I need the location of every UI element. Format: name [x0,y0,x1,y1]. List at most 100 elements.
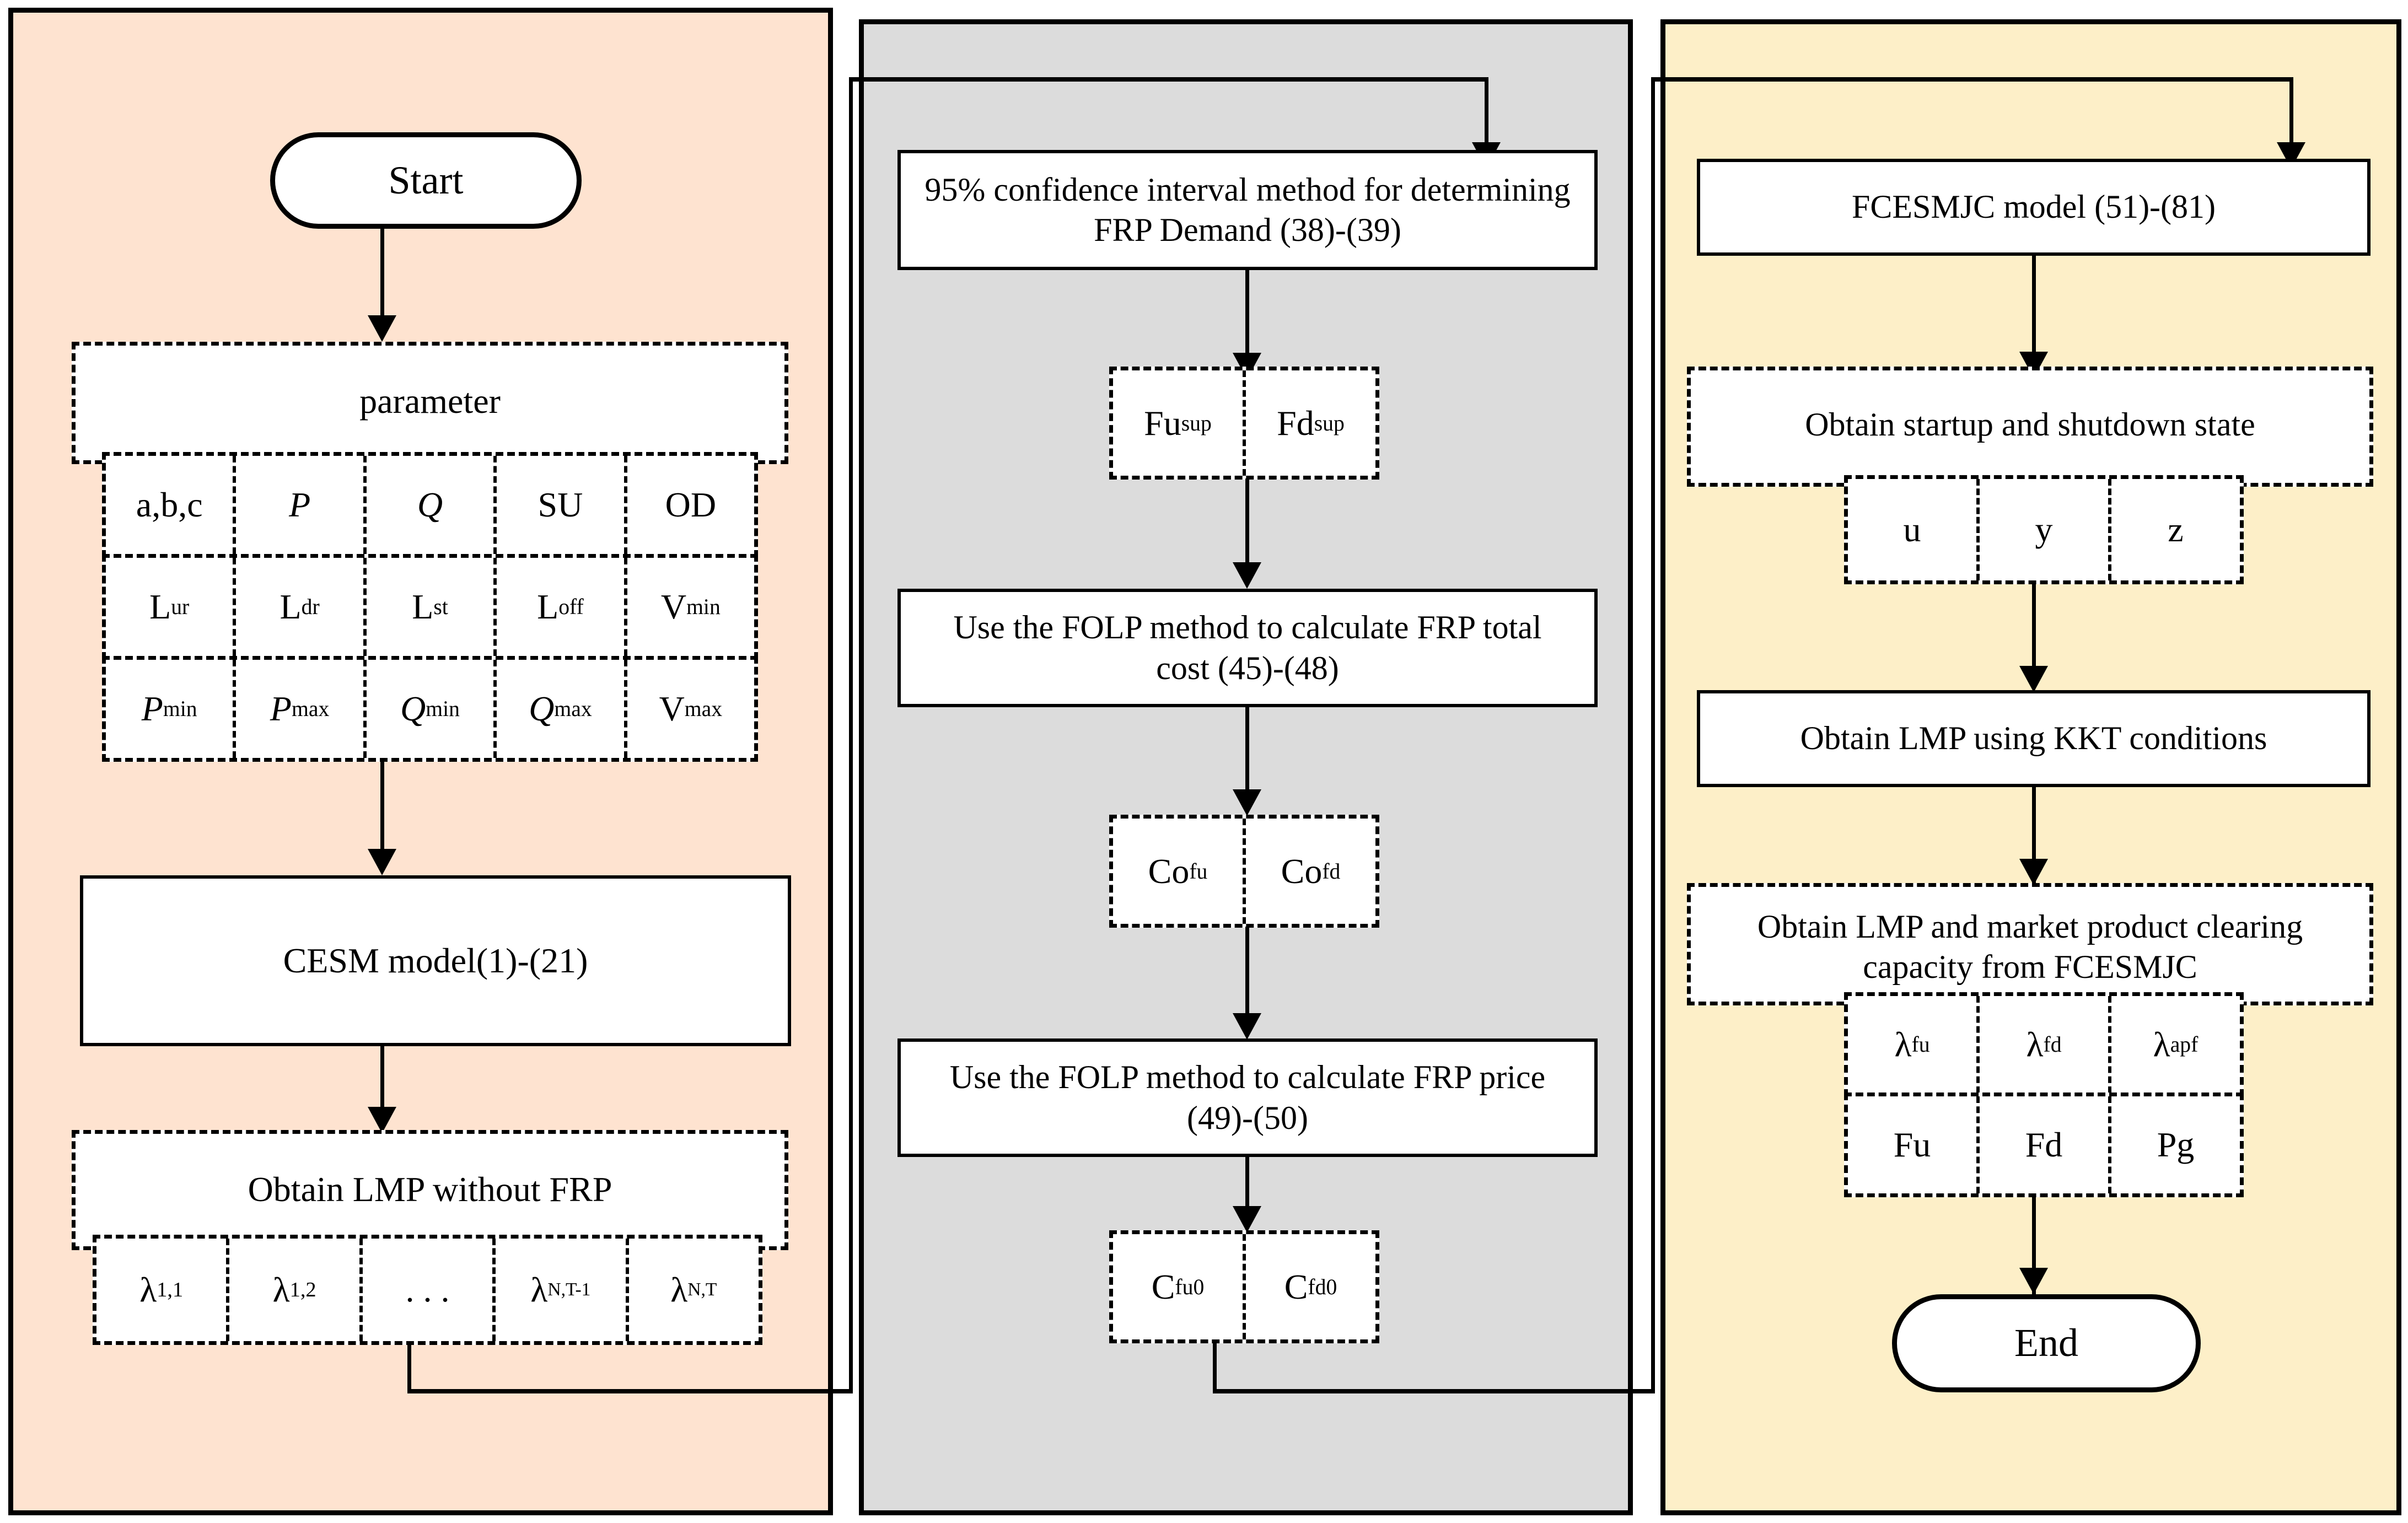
lmp-kkt-box: Obtain LMP using KKT conditions [1697,690,2371,787]
arrowhead-folp-price-to-c0 [1233,1206,1261,1233]
connector-mid-down [1213,1342,1217,1392]
connector-kkt-to-clearing [2032,787,2036,889]
startup-shutdown-group: Obtain startup and shutdown state [1687,367,2373,487]
connector-cesm-to-lmp [380,1046,384,1123]
parameter-cell-od: OD [627,456,755,554]
connector-folp-cost-to-co [1245,707,1249,812]
connector-supply-to-folp-cost [1245,478,1249,583]
connector-mid-up-riser [1651,77,1655,1392]
fcesmjc-model-box: FCESMJC model (51)-(81) [1697,159,2371,256]
lmp-without-frp-group: Obtain LMP without FRP [72,1130,788,1250]
arrowhead-clearing-to-end [2019,1268,2048,1294]
lmp-clearing-label: Obtain LMP and market product clearing c… [1757,908,2303,986]
folp-price-label: Use the FOLP method to calculate FRP pri… [949,1059,1546,1136]
end-label: End [2014,1321,2078,1365]
arrowhead-cesm-to-lmp [368,1107,396,1133]
arrowhead-co-to-folp-price [1233,1013,1261,1040]
parameter-title: parameter [359,381,501,421]
arrowhead-start-to-parameter [368,315,396,342]
connector-left-up-riser [849,77,853,1392]
start-label: Start [388,158,464,202]
arrowhead-state-to-kkt [2019,666,2048,692]
parameter-group-box: parameter [72,342,788,464]
arrowhead-folp-cost-to-co [1233,789,1261,816]
fcesmjc-model-label: FCESMJC model (51)-(81) [1852,189,2216,225]
connector-mid-top-across [1651,77,2293,82]
connector-start-to-parameter [380,229,384,320]
end-terminator: End [1892,1294,2201,1392]
lmp-clearing-group: Obtain LMP and market product clearing c… [1687,883,2373,1005]
state-cell-u: u [1848,479,1980,580]
cesm-model-label: CESM model(1)-(21) [283,940,588,980]
lmp-without-frp-label: Obtain LMP without FRP [248,1170,612,1209]
connector-parameter-to-cesm [380,762,384,853]
connector-left-down [407,1344,411,1393]
arrowhead-kkt-to-clearing [2019,859,2048,885]
state-cell-y: y [1980,479,2111,580]
connector-clearing-to-end [2032,1196,2036,1298]
cesm-model-box: CESM model(1)-(21) [80,875,791,1046]
state-cell-z: z [2111,479,2240,580]
state-row: u y z [1844,475,2244,584]
folp-total-cost-label: Use the FOLP method to calculate FRP tot… [953,609,1542,686]
lmp-kkt-label: Obtain LMP using KKT conditions [1800,720,2267,757]
parameter-cell-q: Q [366,456,497,554]
parameter-row-1: a,b,c P Q SU OD [102,452,758,558]
connector-state-to-kkt [2032,583,2036,682]
lambda-cell-ellipsis: . . . [362,1239,496,1341]
connector-left-into-mid [1485,77,1488,154]
connector-mid-across [1213,1389,1655,1393]
connector-left-top-across [849,77,1488,82]
connector-confidence-to-supply [1245,270,1249,369]
clearing-qty-cell-fd: Fd [1980,1096,2111,1193]
start-terminator: Start [270,132,582,229]
folp-price-box: Use the FOLP method to calculate FRP pri… [897,1038,1598,1157]
connector-left-across [407,1389,853,1393]
connector-fcesmjc-to-state [2032,256,2036,369]
connector-co-to-folp-price [1245,927,1249,1034]
parameter-cell-su: SU [497,456,627,554]
arrowhead-parameter-to-cesm [368,849,396,875]
parameter-cell-p: P [236,456,367,554]
confidence-interval-label: 95% confidence interval method for deter… [925,171,1571,248]
clearing-qty-cell-pg: Pg [2111,1096,2240,1193]
connector-folp-price-to-c0 [1245,1157,1249,1226]
folp-total-cost-box: Use the FOLP method to calculate FRP tot… [897,589,1598,707]
clearing-quantity-row: Fu Fd Pg [1844,1093,2244,1197]
startup-shutdown-label: Obtain startup and shutdown state [1805,406,2255,443]
arrowhead-supply-to-folp-cost [1233,562,1261,589]
connector-mid-into-right [2289,77,2293,154]
confidence-interval-box: 95% confidence interval method for deter… [897,150,1598,270]
clearing-qty-cell-fu: Fu [1848,1096,1980,1193]
